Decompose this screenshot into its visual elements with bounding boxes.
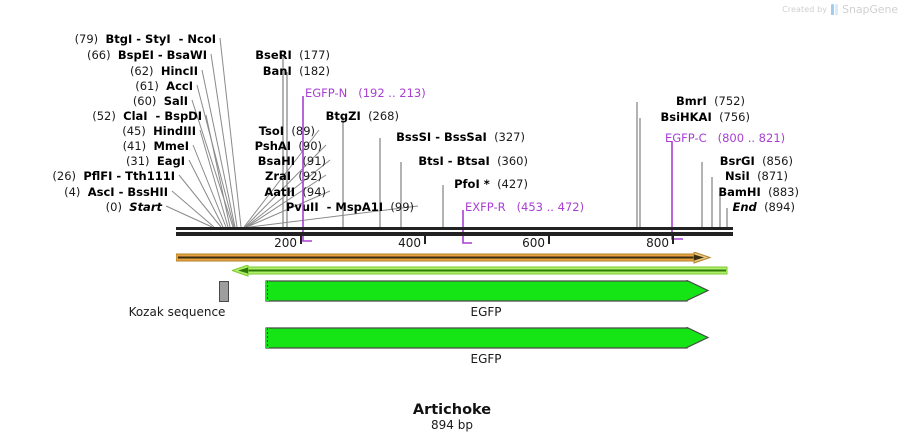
- ruler-tick-400: [424, 236, 426, 244]
- enzyme-label-bsaHI[interactable]: BsaHI (91): [257, 154, 326, 168]
- enzyme-label-pfoI[interactable]: PfoI * (427): [454, 177, 528, 191]
- enzyme-label-bsrGI[interactable]: BsrGI (856): [719, 154, 793, 168]
- watermark-brand-label: SnapGene: [842, 3, 898, 16]
- enzyme-label-start[interactable]: (0) Start: [105, 200, 162, 214]
- enzyme-label-bssSI-bssSaI[interactable]: BssSI - BssSaI (327): [396, 130, 525, 144]
- snapgene-watermark: Created by SnapGene: [782, 3, 898, 16]
- feature-label-exfp-r[interactable]: EXFP-R (453 .. 472): [465, 200, 585, 214]
- enzyme-label-pshAI[interactable]: PshAI (90): [254, 139, 322, 153]
- feature-label-egfp-n[interactable]: EGFP-N (192 .. 213): [305, 86, 426, 100]
- enzyme-label-bsiHKAI[interactable]: BsiHKAI (756): [660, 110, 750, 124]
- enzyme-label-accI[interactable]: (61) AccI: [135, 79, 193, 93]
- track-egfp-bottom[interactable]: [265, 327, 710, 349]
- ruler-label-800: 800: [646, 236, 669, 250]
- enzyme-label-bspEI-bsaWI[interactable]: (66) BspEI - BsaWI: [86, 48, 207, 62]
- enzyme-label-zraI[interactable]: ZraI (92): [265, 169, 322, 183]
- egfp-top-label: EGFP: [470, 305, 502, 319]
- egfp-bottom-label: EGFP: [470, 352, 502, 366]
- enzyme-label-salI[interactable]: (60) SalI: [132, 94, 188, 108]
- watermark-created-by-label: Created by: [782, 5, 828, 14]
- ruler-tick-200: [300, 236, 302, 244]
- enzyme-label-bmrI[interactable]: BmrI (752): [676, 94, 745, 108]
- enzyme-label-hincII[interactable]: (62) HincII: [129, 64, 198, 78]
- ruler-label-200: 200: [274, 236, 297, 250]
- enzyme-label-pvuII-mspA1I[interactable]: PvuII - MspA1I (99): [285, 200, 414, 214]
- enzyme-label-btgI-styI-ncoI[interactable]: (79) BtgI - StyI - NcoI: [74, 32, 216, 46]
- ruler-label-600: 600: [522, 236, 545, 250]
- sequence-length-label: 894 bp: [431, 418, 473, 432]
- enzyme-label-btgZI[interactable]: BtgZI (268): [325, 109, 399, 123]
- enzyme-label-aatII[interactable]: AatII (94): [264, 185, 326, 199]
- sequence-backbone-upper: [176, 227, 733, 230]
- enzyme-label-btsI-btsaI[interactable]: BtsI - BtsaI (360): [418, 154, 528, 168]
- enzyme-label-claI-bspDI[interactable]: (52) ClaI - BspDI: [92, 109, 202, 123]
- enzyme-label-nsiI[interactable]: NsiI (871): [725, 169, 788, 183]
- enzyme-label-banI[interactable]: BanI (182): [262, 64, 330, 78]
- kozak-sequence-marker[interactable]: [219, 281, 229, 302]
- enzyme-label-mmeI[interactable]: (41) MmeI: [122, 139, 189, 153]
- ruler-label-400: 400: [398, 236, 421, 250]
- track-light-green-feature[interactable]: [232, 265, 728, 277]
- enzyme-label-bamHI[interactable]: BamHI (883): [718, 185, 799, 199]
- enzyme-label-pflFI-tth111I[interactable]: (26) PflFI - Tth111I: [52, 169, 175, 183]
- sequence-backbone-lower: [176, 232, 733, 236]
- enzyme-label-end[interactable]: End (894): [732, 200, 795, 214]
- enzyme-label-bseRI[interactable]: BseRI (177): [255, 48, 330, 62]
- enzyme-label-hindIII[interactable]: (45) HindIII: [122, 124, 196, 138]
- ruler-tick-800: [672, 236, 674, 244]
- enzyme-label-eagI[interactable]: (31) EagI: [125, 154, 185, 168]
- ruler-tick-600: [548, 236, 550, 244]
- enzyme-label-ascI-bssHII[interactable]: (4) AscI - BssHII: [64, 185, 168, 199]
- kozak-sequence-label: Kozak sequence: [128, 305, 226, 319]
- snapgene-logo-icon: [831, 4, 839, 15]
- feature-label-egfp-c[interactable]: EGFP-C (800 .. 821): [665, 131, 786, 145]
- track-orange-feature[interactable]: [176, 252, 712, 264]
- page-title: Artichoke: [412, 402, 492, 418]
- track-egfp-top[interactable]: [265, 280, 710, 302]
